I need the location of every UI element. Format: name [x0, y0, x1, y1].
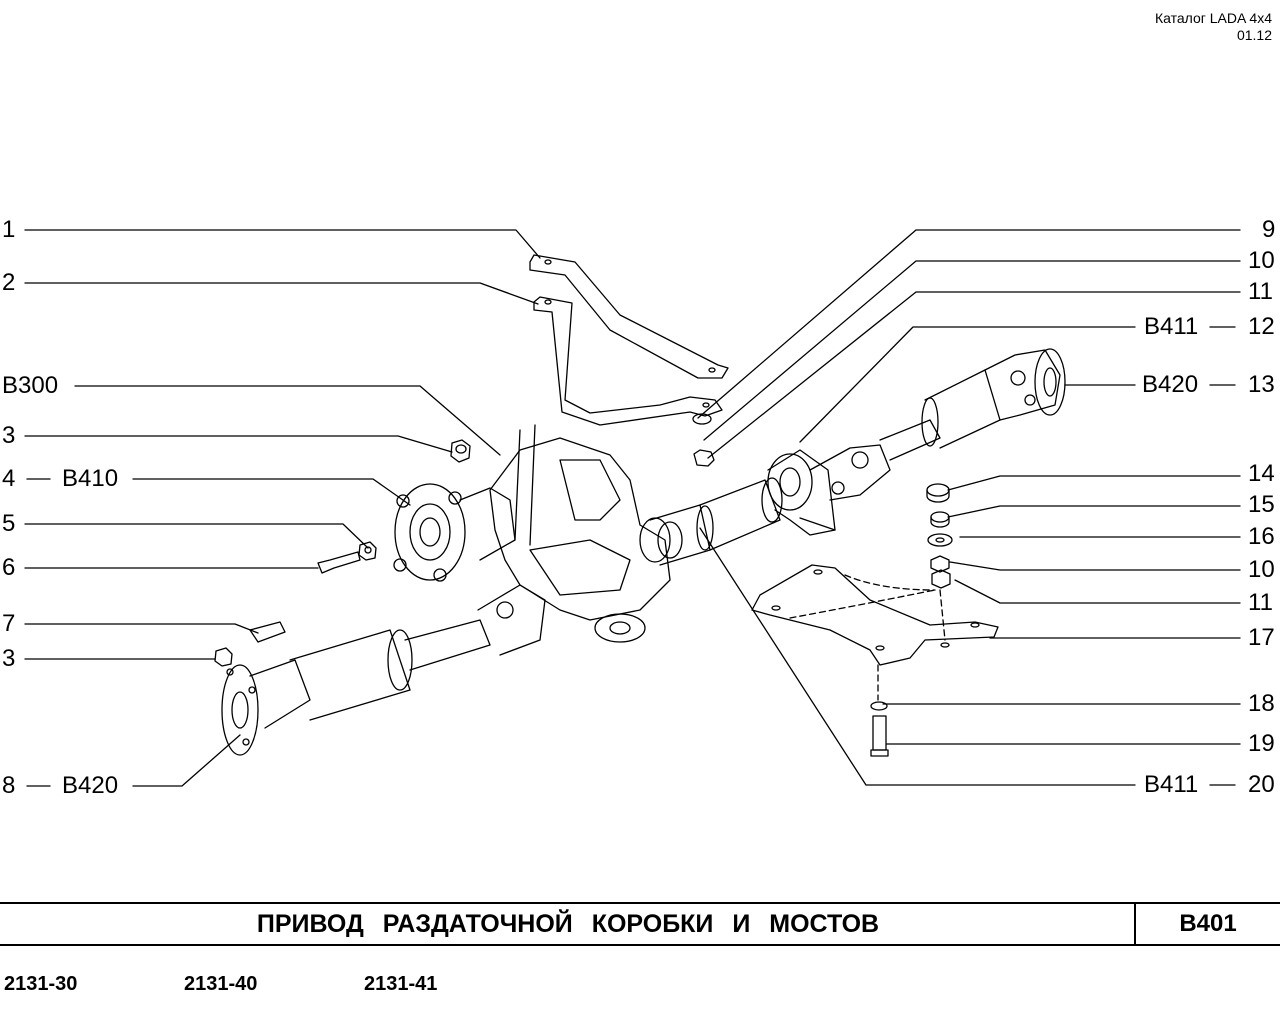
crossmember-bracket-17 [751, 564, 999, 701]
catalog-name: Каталог LADA 4х4 [1154, 10, 1272, 26]
fasteners [214, 413, 953, 757]
callout-10-upper: 10 [1248, 247, 1275, 274]
callout-8: 8 [2, 772, 16, 799]
callout-19: 19 [1248, 730, 1275, 757]
rear-propeller-shaft-b420 [879, 348, 1066, 461]
callout-10-lower: 10 [1248, 556, 1275, 583]
callout-20: 20 [1248, 771, 1275, 798]
callout-5: 5 [2, 510, 16, 537]
model-2131-41: 2131-41 [364, 973, 438, 995]
callout-b300: В300 [2, 372, 59, 399]
callout-b420-front: В420 [62, 772, 119, 799]
title-divider [1134, 904, 1136, 944]
callout-15: 15 [1248, 491, 1275, 518]
callout-11-upper: 11 [1248, 278, 1273, 305]
callout-1: 1 [2, 216, 16, 243]
transfer-case-b300 [489, 424, 683, 643]
callout-13: 13 [1248, 371, 1275, 398]
callout-16: 16 [1248, 523, 1275, 550]
leader-lines-right [697, 229, 1241, 786]
intermediate-shaft-b411 [649, 444, 891, 566]
callout-17: 17 [1248, 624, 1275, 651]
section-code: В401 [1179, 910, 1237, 937]
callout-9: 9 [1262, 216, 1276, 243]
callout-3-upper: 3 [2, 422, 16, 449]
callout-b420-rear: В420 [1142, 371, 1199, 398]
bracket-1 [529, 254, 729, 379]
callout-4: 4 [2, 465, 16, 492]
catalog-date: 01.12 [1236, 27, 1272, 43]
model-2131-30: 2131-30 [4, 973, 78, 995]
elastic-coupling-b410 [393, 483, 516, 582]
callout-b410: В410 [62, 465, 119, 492]
callout-b411-upper: В411 [1144, 313, 1199, 340]
callout-11-lower: 11 [1248, 589, 1273, 616]
callout-3-lower: 3 [2, 645, 16, 672]
callout-2: 2 [2, 269, 16, 296]
callout-6: 6 [2, 554, 16, 581]
callout-7: 7 [2, 610, 16, 637]
page-title: ПРИВОД РАЗДАТОЧНОЙ КОРОБКИ И МОСТОВ [256, 910, 880, 938]
bracket-2 [533, 296, 723, 426]
front-propeller-shaft-b420 [221, 584, 546, 756]
callout-b411-lower: В411 [1144, 771, 1199, 798]
callout-14: 14 [1248, 460, 1275, 487]
title-bar: ПРИВОД РАЗДАТОЧНОЙ КОРОБКИ И МОСТОВ В401 [0, 902, 1280, 946]
callout-12: 12 [1248, 313, 1275, 340]
catalog-header: Каталог LADA 4х4 01.12 [1155, 10, 1272, 44]
model-2131-40: 2131-40 [184, 973, 258, 995]
callout-18: 18 [1248, 690, 1275, 717]
leader-lines-left [24, 229, 541, 787]
